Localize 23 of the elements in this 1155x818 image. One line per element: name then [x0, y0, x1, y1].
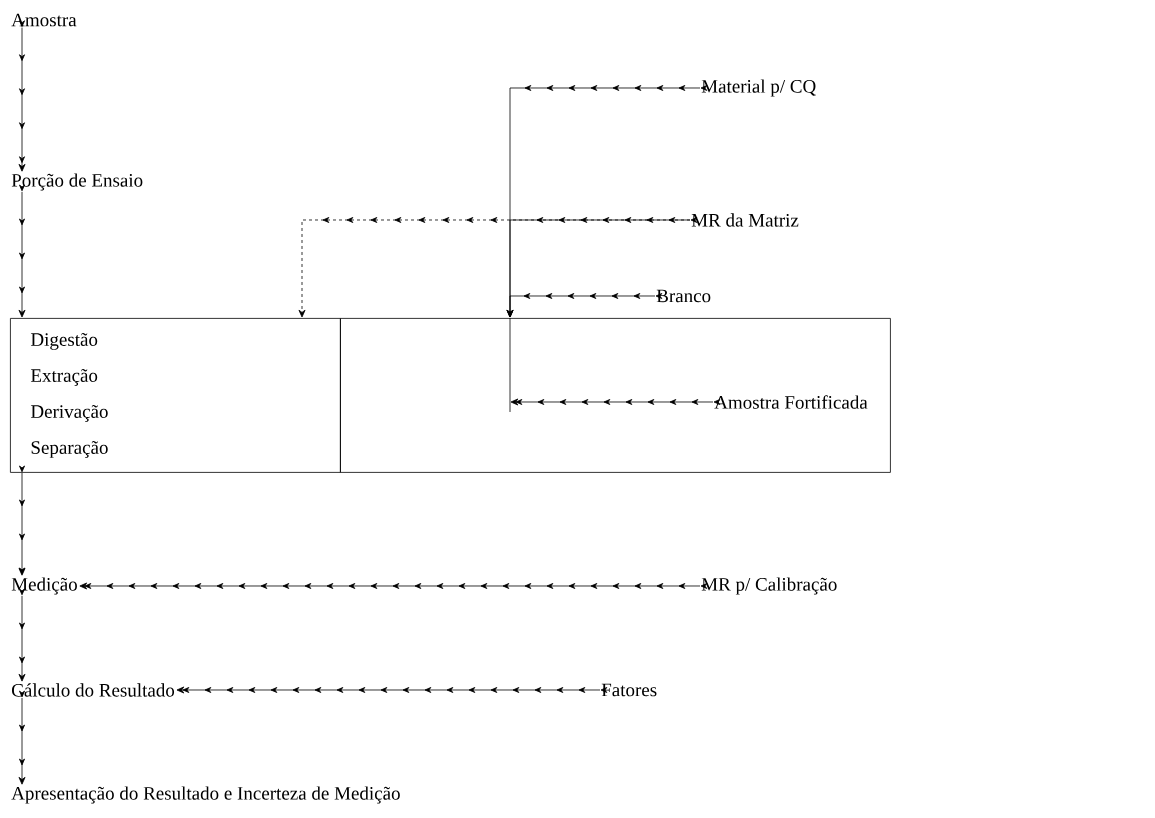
process-box: Digestão Extração Derivação Separação	[10, 318, 341, 473]
step-label: Cálculo do Resultado	[12, 683, 175, 697]
arrow	[18, 184, 26, 318]
step-label: Medição	[11, 577, 77, 595]
step-label: Apresentação do Resultado e Incerteza de Medição	[11, 786, 400, 804]
step-label: Fatores	[601, 683, 657, 697]
arrow	[18, 465, 26, 576]
arrow	[18, 690, 26, 785]
step-label: Branco	[656, 289, 711, 303]
step-label: Amostra	[11, 13, 77, 27]
box-cell	[340, 318, 891, 473]
arrow	[18, 20, 26, 172]
step-label: Porção de Ensaio	[11, 173, 143, 191]
step-label: Material p/ CQ	[701, 79, 816, 97]
arrow	[176, 686, 608, 694]
arrow	[79, 582, 708, 590]
step-label: Amostra Fortificada	[714, 395, 868, 409]
arrow	[298, 217, 691, 318]
arrow	[18, 588, 26, 682]
step-label: MR p/ Calibração	[701, 577, 837, 595]
step-label: MR da Matriz	[691, 213, 799, 227]
arrow	[510, 398, 721, 406]
arrow	[506, 293, 663, 318]
